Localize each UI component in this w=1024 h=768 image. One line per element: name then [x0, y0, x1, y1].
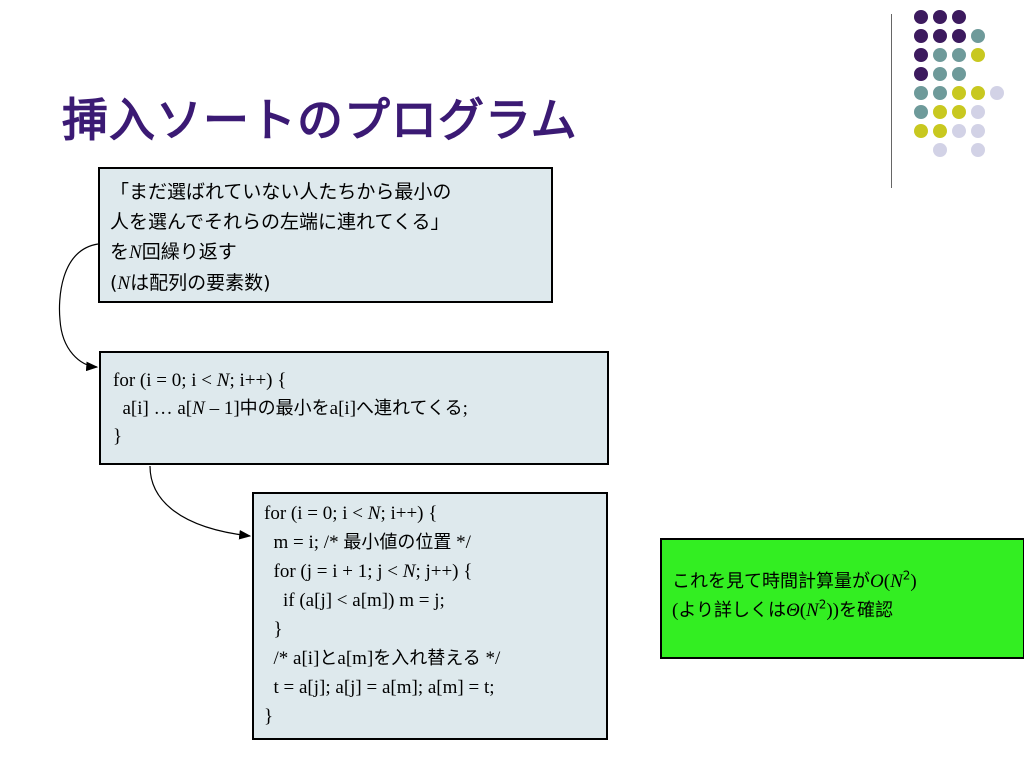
arrow-loop-to-code [149, 465, 252, 540]
arrow-desc-to-loop [58, 243, 99, 372]
decorative-dot [971, 86, 985, 100]
complexity-note-box: これを見て時間計算量がO(N2) (より詳しくはΘ(N2))を確認 [660, 538, 1024, 659]
code-line-3-pre: for (j = i + 1; j < [264, 561, 403, 582]
decorative-dot [914, 29, 928, 43]
code-line-2-post: */ [451, 532, 471, 553]
note-sup-2-b: 2 [818, 597, 827, 612]
desc-line-1: 「まだ選ばれていない人たちから最小の [110, 181, 452, 203]
decorative-dot [952, 10, 966, 24]
loop-line-2: a[i] … a[N – 1]中の最小をa[i]へ連れてくる; [113, 395, 595, 423]
code-line-6-jp: と [319, 648, 338, 669]
loop-line-2-d: ; [462, 398, 468, 419]
decorative-dot [952, 86, 966, 100]
code-line-1-post: ; i++) { [380, 503, 438, 524]
decorative-dot [914, 105, 928, 119]
loop-var-n: N [216, 370, 230, 391]
loop-line-1-post: ; i++) { [229, 370, 287, 391]
note-line-2: (より詳しくはΘ(N2))を確認 [672, 596, 1013, 625]
code-line-2-jp: 最小値の位置 [343, 532, 452, 553]
decorative-dot [971, 143, 985, 157]
decorative-dot [914, 48, 928, 62]
loop-line-1-pre: for (i = 0; i < [113, 370, 217, 391]
desc-var-n-2: N [117, 273, 131, 294]
decorative-dot [933, 29, 947, 43]
desc-line-3-pre: を [110, 241, 130, 263]
decorative-dot [971, 29, 985, 43]
code-line-3-post: ; j++) { [415, 561, 473, 582]
desc-line-2: 人を選んでそれらの左端に連れてくる」 [110, 211, 450, 233]
decorative-dot [952, 48, 966, 62]
decorative-dot [914, 124, 928, 138]
loop-line-2-jp2: へ連れてくる [356, 398, 463, 419]
note-var-n: N [890, 571, 903, 592]
code-line-8: } [264, 706, 274, 727]
code-line-2-pre: m = i; /* [264, 532, 344, 553]
note-sup-2: 2 [902, 568, 911, 583]
decorative-dot [971, 124, 985, 138]
code-line-6-pre: /* a[i] [264, 648, 320, 669]
decorative-dot [971, 48, 985, 62]
code-var-n-2: N [402, 561, 416, 582]
loop-line-1: for (i = 0; i < N; i++) { [113, 367, 595, 395]
decorative-dot [933, 48, 947, 62]
decorative-dot [933, 124, 947, 138]
desc-line-4: (Nは配列の要素数) [110, 268, 541, 299]
decorative-dot [990, 86, 1004, 100]
loop-var-n-2: N [192, 398, 205, 419]
note-theta: Θ [785, 600, 800, 621]
decorative-dot [971, 105, 985, 119]
decorative-dot [952, 124, 966, 138]
decorative-dot [933, 10, 947, 24]
note-var-n-2: N [806, 600, 819, 621]
loop-pseudocode-box: for (i = 0; i < N; i++) { a[i] … a[N – 1… [99, 351, 609, 465]
desc-line-3-post: 回繰り返す [141, 241, 237, 263]
decorative-dot [933, 67, 947, 81]
slide-title: 挿入ソートのプログラム [62, 93, 578, 147]
note-line-1-jp: これを見て時間計算量が [672, 571, 870, 592]
loop-line-2-b: – 1] [204, 398, 240, 419]
decorative-dot [952, 67, 966, 81]
code-line-1-pre: for (i = 0; i < [264, 503, 368, 524]
decorative-dot [914, 10, 928, 24]
decorative-dot [933, 86, 947, 100]
desc-line-3: をN回繰り返す [110, 237, 541, 268]
decorative-dot-grid [895, 10, 1005, 170]
note-line-2-open: ( [672, 600, 679, 621]
code-box: for (i = 0; i < N; i++) { m = i; /* 最小値の… [252, 492, 608, 740]
decorative-dot [914, 67, 928, 81]
decorative-dot [933, 143, 947, 157]
note-line-2-jp: より詳しくは [678, 600, 786, 621]
code-var-n: N [367, 503, 381, 524]
code-line-1: for (i = 0; i < N; i++) { [264, 499, 596, 528]
code-line-6-jp2: を入れ替える [373, 648, 481, 669]
note-line-2-jp2: を確認 [839, 600, 894, 621]
loop-line-3: } [113, 426, 123, 447]
code-line-2: m = i; /* 最小値の位置 */ [264, 528, 596, 557]
code-line-6: /* a[i]とa[m]を入れ替える */ [264, 644, 596, 673]
note-line-2-paren-open: ( [799, 600, 807, 621]
code-line-4: if (a[j] < a[m]) m = j; [264, 590, 445, 611]
code-line-5: } [264, 619, 283, 640]
title-divider [891, 14, 892, 188]
note-line-2-paren-close: )) [826, 600, 840, 621]
loop-line-2-c: a[i] [329, 398, 357, 419]
desc-line-4-post: は配列の要素数) [130, 272, 271, 294]
desc-line-4-open: ( [110, 272, 118, 294]
note-big-o: O [870, 571, 884, 592]
code-line-6-mid: a[m] [337, 648, 374, 669]
loop-line-2-jp: 中の最小を [239, 398, 330, 419]
desc-var-n: N [129, 242, 142, 263]
decorative-dot [952, 29, 966, 43]
decorative-dot [933, 105, 947, 119]
code-line-7: t = a[j]; a[j] = a[m]; a[m] = t; [264, 677, 495, 698]
decorative-dot [952, 105, 966, 119]
note-paren-close: ) [910, 571, 917, 592]
decorative-dot [914, 86, 928, 100]
note-line-1: これを見て時間計算量がO(N2) [672, 567, 1013, 596]
code-line-3: for (j = i + 1; j < N; j++) { [264, 557, 596, 586]
description-box: 「まだ選ばれていない人たちから最小の 人を選んでそれらの左端に連れてくる」 をN… [98, 167, 553, 303]
loop-line-2-a: a[i] … a[ [113, 398, 193, 419]
code-line-6-post: */ [480, 648, 501, 669]
note-paren-open: ( [883, 571, 891, 592]
